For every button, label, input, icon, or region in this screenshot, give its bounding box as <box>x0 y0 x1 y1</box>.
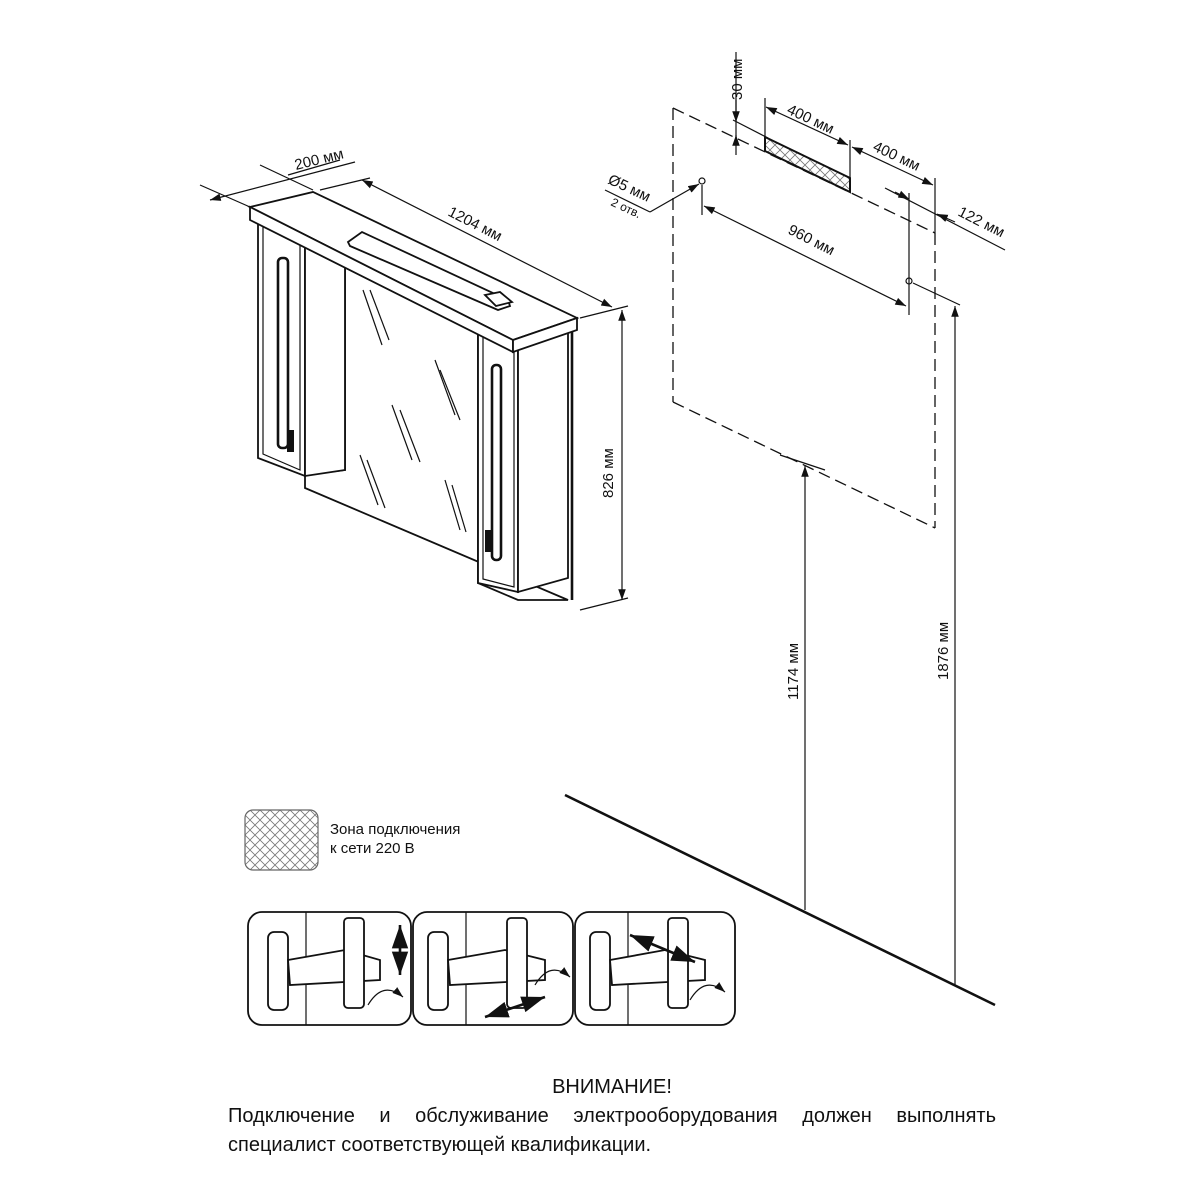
left-door-handle <box>276 256 290 450</box>
hinge-step-horizontal <box>574 911 736 1026</box>
mirror-cabinet-drawing: 200 мм 1204 мм 826 мм <box>199 145 629 611</box>
warning-title: ВНИМАНИЕ! <box>552 1076 672 1098</box>
mirror-reflection-lines <box>359 289 467 533</box>
mounting-hole <box>698 177 706 185</box>
warning-block: ВНИМАНИЕ! Подключение и обслуживание эле… <box>228 1073 996 1160</box>
hinge-step-depth <box>412 911 574 1026</box>
legend-line-1: Зона подключения <box>330 821 461 838</box>
connection-zone-legend-swatch <box>244 809 319 871</box>
wall-mounting-drawing: 30 мм 400 мм 400 мм 122 мм 960 мм Ø5 мм … <box>564 52 1007 1007</box>
hinge-adjustment-steps <box>247 911 736 1026</box>
floor-line <box>564 793 996 1007</box>
right-door-handle <box>490 363 503 562</box>
connection-zone <box>764 135 851 194</box>
hinge-step-vertical <box>247 911 412 1026</box>
hole-spacing-dimension: 960 мм <box>785 221 837 259</box>
zone-width-dimension: 400 мм <box>784 101 836 137</box>
zone-offset-dimension: 400 мм <box>870 138 922 174</box>
warning-text: Подключение и обслуживание электрооборуд… <box>228 1105 996 1156</box>
depth-dimension: 200 мм <box>293 145 345 174</box>
connection-zone-legend: Зона подключения к сети 220 В <box>330 820 460 858</box>
height-dimension: 826 мм <box>600 448 617 498</box>
offset-top-dimension: 30 мм <box>729 59 746 100</box>
top-height-dimension: 1876 мм <box>935 622 952 680</box>
side-offset-dimension: 122 мм <box>955 203 1007 241</box>
legend-line-2: к сети 220 В <box>330 840 415 857</box>
left-side-panel <box>304 238 346 478</box>
width-dimension: 1204 мм <box>445 203 505 245</box>
right-side-panel <box>517 328 569 594</box>
right-door <box>477 328 519 594</box>
hole-height-dimension: 1174 мм <box>785 643 802 700</box>
